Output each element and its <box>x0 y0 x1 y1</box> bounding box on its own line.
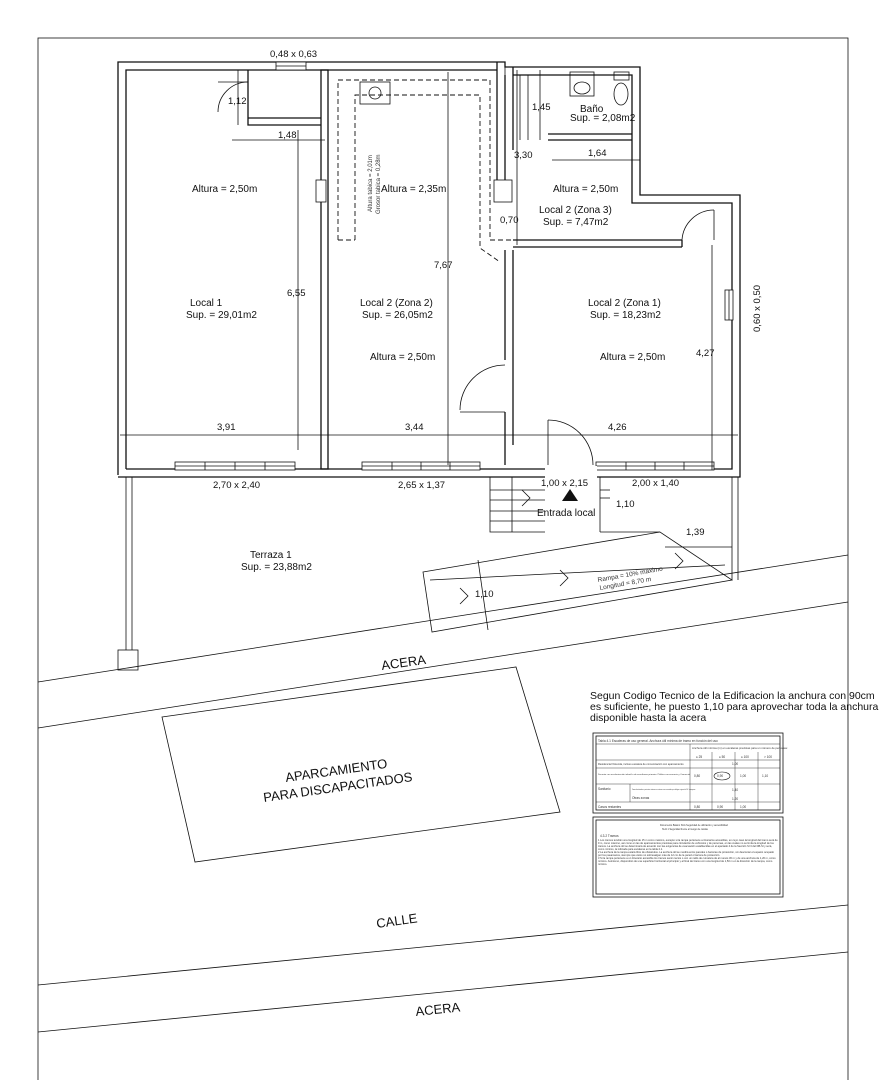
dim-0-70: 0,70 <box>500 215 519 226</box>
table-row4: Casos restantes <box>598 805 621 809</box>
table-row1-val: 1,00 <box>732 762 738 766</box>
code-table-excerpt: Tabla 4.1 Escaleras de uso general. Anch… <box>592 732 788 814</box>
dim-3-91: 3,91 <box>217 422 236 433</box>
text-para-3: 3 Si la rampa pertenece a un itinerario … <box>598 857 776 866</box>
dim-7-67: 7,67 <box>434 260 453 271</box>
dim-1-10-step: 1,10 <box>616 499 635 510</box>
table-row2-v1: 0,80 <box>694 774 700 778</box>
table-row3-a-val: 1,40 <box>732 788 738 792</box>
text-para-2: 2 La anchura de la rampa estará libre de… <box>598 851 774 857</box>
terrace-area <box>117 477 739 671</box>
duct-label-2: Grosor tabica = 0,28m <box>376 154 382 214</box>
table-row2: Docente con escolarización infantil o de… <box>598 773 691 776</box>
dim-window-1: 2,70 x 2,40 <box>213 480 260 491</box>
zone1-name: Local 2 (Zona 1) <box>588 298 661 309</box>
table-row2-v3: 1,00 <box>740 774 746 778</box>
table-row1: Residencial Vivienda, incluso escalera d… <box>598 762 684 766</box>
zone3-area: Sup. = 7,47m2 <box>543 217 609 228</box>
sheet-border <box>37 37 849 1080</box>
note-line-3: disponible hasta la acera <box>590 712 706 724</box>
dim-1-39: 1,39 <box>686 527 705 538</box>
zone3-name: Local 2 (Zona 3) <box>539 205 612 216</box>
entrance-marker-icon <box>562 489 578 501</box>
duct-label-1: Altura tabica = 2,01m <box>368 155 374 212</box>
table-row3: Sanitario <box>598 787 611 791</box>
table-row4-v2: 0,90 <box>717 805 723 809</box>
text-section: 4.3.2 Tramos <box>600 834 619 838</box>
dim-door: 1,00 x 2,15 <box>541 478 588 489</box>
table-row3-a: Zonas destinadas a pacientes internos o … <box>632 788 696 791</box>
dim-window-3: 2,00 x 1,40 <box>632 478 679 489</box>
zone3-height: Altura = 2,50m <box>553 184 618 195</box>
acera-top: ACERA <box>380 652 427 673</box>
acera-bottom: ACERA <box>415 999 461 1019</box>
entrance-label: Entrada local <box>537 508 595 519</box>
zone2-height-bottom: Altura = 2,50m <box>370 352 435 363</box>
building <box>117 61 741 479</box>
table-col-head: Anchura útil mínima (m) en escaleras pre… <box>692 746 788 750</box>
table-row2-v4: 1,10 <box>762 774 768 778</box>
dim-1-12: 1,12 <box>228 96 247 107</box>
dim-side-window: 0,60 x 0,50 <box>752 285 763 332</box>
dim-top-window: 0,48 x 0,63 <box>270 49 317 60</box>
dim-3-30: 3,30 <box>514 150 533 161</box>
bano-area: Sup. = 2,08m2 <box>570 113 636 124</box>
text-hdr-1: Documento Básico SUA Seguridad de utiliz… <box>660 824 728 827</box>
zone2-area: Sup. = 26,05m2 <box>362 310 433 321</box>
local1-area: Sup. = 29,01m2 <box>186 310 257 321</box>
dim-6-55: 6,55 <box>287 288 306 299</box>
table-c3: ≤ 100 <box>741 755 749 759</box>
table-row4-v1: 0,80 <box>694 805 700 809</box>
terraza-name: Terraza 1 <box>250 550 292 561</box>
bano-name: Baño <box>580 104 604 115</box>
table-c1: ≤ 25 <box>696 755 702 759</box>
dimension-lines <box>120 70 738 631</box>
table-row2-v2: 0,90 <box>717 774 723 778</box>
table-row3-b-val: 1,20 <box>732 797 738 801</box>
note-line-1: Segun Codigo Tecnico de la Edificacion l… <box>590 690 875 702</box>
dim-1-10-ramp: 1,10 <box>475 589 494 600</box>
dim-1-45: 1,45 <box>532 102 551 113</box>
zone2-height-top: Altura = 2,35m <box>381 184 446 195</box>
local1-name: Local 1 <box>190 298 223 309</box>
dim-4-27: 4,27 <box>696 348 715 359</box>
table-title: Tabla 4.1 Escaleras de uso general. Anch… <box>598 739 718 743</box>
calle-label: CALLE <box>375 910 418 931</box>
text-hdr-2: SUA 1 Seguridad frente al riesgo de caíd… <box>662 828 709 831</box>
code-text-excerpt: Documento Básico SUA Seguridad de utiliz… <box>592 816 784 898</box>
front-windows <box>174 461 715 471</box>
zone2-name: Local 2 (Zona 2) <box>360 298 433 309</box>
table-row4-v3: 1,00 <box>740 805 746 809</box>
dim-1-48: 1,48 <box>278 130 297 141</box>
dim-4-26: 4,26 <box>608 422 627 433</box>
text-para-1: 1 Los tramos tendrán una longitud de 15 … <box>598 839 778 851</box>
street <box>37 554 849 1033</box>
dim-1-64: 1,64 <box>588 148 607 159</box>
local1-height: Altura = 2,50m <box>192 184 257 195</box>
dim-window-2: 2,65 x 1,37 <box>398 480 445 491</box>
zone1-area: Sup. = 18,23m2 <box>590 310 661 321</box>
note-line-2: es suficiente, he puesto 1,10 para aprov… <box>590 701 879 713</box>
zone1-height: Altura = 2,50m <box>600 352 665 363</box>
table-row3-b: Otras zonas <box>632 796 650 800</box>
table-c2: ≤ 50 <box>719 755 725 759</box>
dim-3-44: 3,44 <box>405 422 424 433</box>
table-c4: > 100 <box>764 755 772 759</box>
terraza-area: Sup. = 23,88m2 <box>241 562 312 573</box>
